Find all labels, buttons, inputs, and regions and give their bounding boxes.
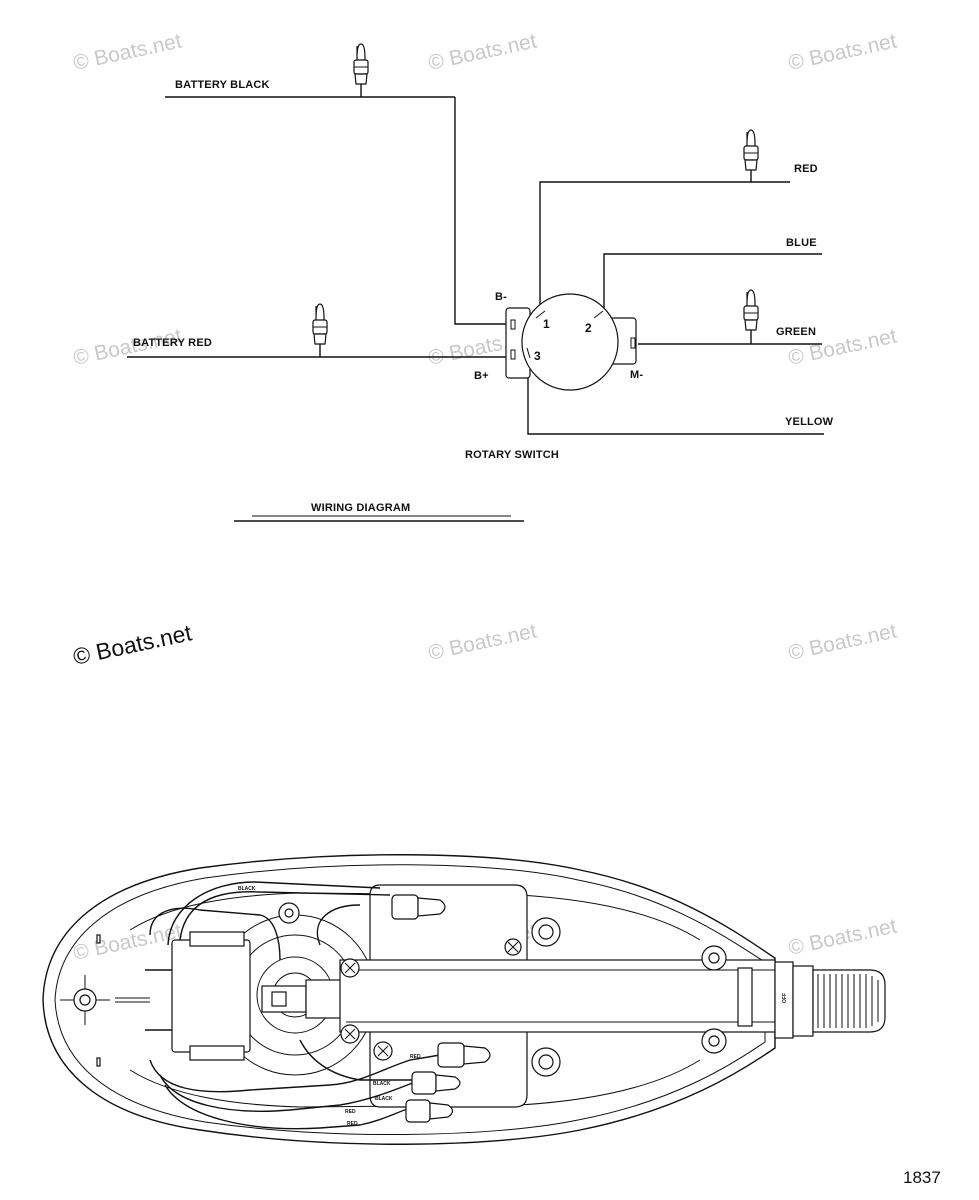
grip-ridges [817, 974, 879, 1028]
wire-label-black: BLACK [373, 1081, 391, 1087]
wire-bundle [316, 904, 361, 946]
mount-boss-icon [278, 902, 300, 924]
wire-label-black: BLACK [238, 886, 256, 892]
wire-nut-icon [405, 1099, 454, 1123]
wire-bundle [159, 1074, 421, 1112]
wire-bundle [299, 1039, 420, 1081]
main-tube [339, 959, 776, 1033]
control-grip-base [792, 965, 814, 1037]
wire-bundle [149, 1054, 441, 1093]
mount-boss-icon [531, 917, 561, 947]
blue-label: BLUE [786, 237, 817, 249]
watermark: © Boats.net [71, 29, 184, 74]
wire-nut-icon [411, 1071, 461, 1095]
control-grip [812, 969, 886, 1033]
housing-slot [96, 1057, 101, 1067]
switch-block [171, 939, 251, 1053]
wire-label-red: RED [410, 1054, 421, 1060]
motor-head-assembly: BLACK BLACK BLACK RED RED RED OFF [42, 854, 886, 1145]
wire-bundle [164, 1084, 421, 1130]
wire-nut-icon [743, 289, 759, 344]
battery-black-label: BATTERY BLACK [175, 79, 270, 91]
watermarks: © Boats.net © Boats.net © Boats.net © Bo… [71, 29, 899, 964]
b-minus-label: B- [495, 291, 507, 303]
watermark-main: © Boats.net [71, 619, 195, 670]
watermark: © Boats.net [426, 29, 539, 74]
watermark: © Boats.net [786, 29, 899, 74]
tube-collar [737, 967, 753, 1027]
switch-block-cap [189, 931, 245, 947]
terminal-2-label: 2 [585, 321, 592, 335]
mount-boss-icon [531, 1047, 561, 1077]
off-label: OFF [782, 993, 788, 1003]
b-plus-label: B+ [474, 370, 489, 382]
m-minus-label: M- [630, 369, 643, 381]
screw-icon [373, 1041, 393, 1061]
screw-icon [340, 958, 360, 978]
yellow-wire [527, 378, 824, 435]
wire-bundle [149, 907, 281, 961]
figure-number: 1837 [903, 1168, 941, 1187]
rotary-switch: 1 2 3 [505, 293, 637, 391]
wire-nut-icon [391, 894, 446, 920]
screw-icon [340, 1024, 360, 1044]
switch-terminal [271, 991, 287, 1007]
red-label: RED [794, 163, 818, 175]
wiring-diagram-title: WIRING DIAGRAM [311, 502, 410, 514]
watermark: © Boats.net [786, 914, 899, 959]
wire-nut-icon [743, 129, 759, 182]
wire-nut-icon [353, 43, 369, 97]
mount-boss-icon [701, 1028, 727, 1054]
housing-slot [96, 934, 101, 944]
wire-label-red: RED [345, 1109, 356, 1115]
mount-screw-icon [60, 975, 150, 1025]
green-label: GREEN [776, 326, 816, 338]
wire-bundle [179, 891, 391, 941]
wiring-schematic: BATTERY BLACK BATTERY RED [127, 43, 834, 522]
yellow-label: YELLOW [785, 416, 834, 428]
watermark: © Boats.net [426, 619, 539, 664]
watermark: © Boats.net [71, 919, 184, 964]
blue-wire [603, 253, 822, 308]
switch-block-cap [189, 1045, 245, 1061]
wire-nut-icon [437, 1042, 491, 1068]
wire-label-black: BLACK [375, 1096, 393, 1102]
battery-black-wire-run [454, 97, 507, 325]
wire-label-red: RED [347, 1121, 358, 1127]
mount-boss-icon [701, 945, 727, 971]
red-wire [539, 181, 751, 308]
terminal-3-label: 3 [534, 349, 541, 363]
screw-icon [504, 938, 522, 956]
wire-bundle [167, 881, 381, 946]
wire-nut-icon [312, 303, 328, 357]
rotary-switch-label: ROTARY SWITCH [465, 449, 559, 461]
watermark: © Boats.net [786, 619, 899, 664]
terminal-1-label: 1 [543, 317, 550, 331]
battery-red-label: BATTERY RED [133, 337, 212, 349]
